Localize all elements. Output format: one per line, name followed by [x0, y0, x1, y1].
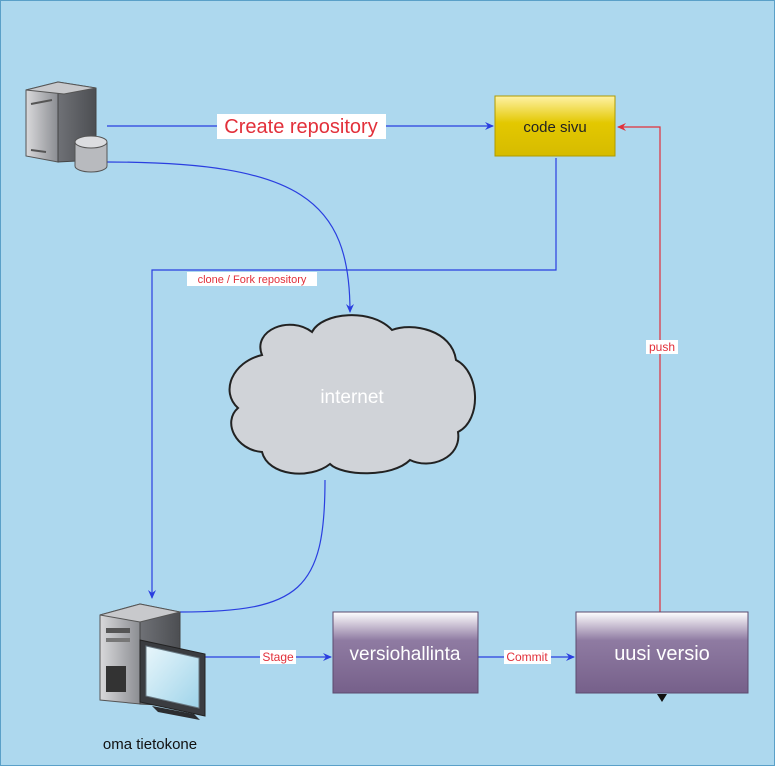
cloud-icon[interactable]: internet: [228, 314, 476, 475]
versiohallinta-label: versiohallinta: [350, 644, 461, 665]
computer-icon[interactable]: [99, 603, 206, 720]
edge-clone-fork[interactable]: clone / Fork repository: [148, 158, 557, 599]
uusi-versio-node[interactable]: uusi versio: [575, 611, 749, 694]
clone-fork-label: clone / Fork repository: [198, 274, 307, 286]
internet-label: internet: [320, 387, 384, 408]
oma-tietokone-label: oma tietokone: [103, 736, 197, 753]
create-repository-label: Create repository: [224, 116, 377, 138]
uusi-versio-label: uusi versio: [614, 643, 710, 665]
stage-label: Stage: [262, 650, 294, 664]
uusi-versio-anchor-icon: [657, 694, 667, 702]
code-sivu-node[interactable]: code sivu: [494, 95, 616, 157]
commit-label: Commit: [506, 650, 548, 664]
edge-server-internet[interactable]: [106, 161, 354, 313]
code-sivu-label: code sivu: [523, 119, 586, 136]
versiohallinta-node[interactable]: versiohallinta: [332, 611, 479, 694]
edge-stage[interactable]: Stage: [205, 650, 332, 664]
edge-create-repository[interactable]: Create repository: [107, 114, 494, 139]
edge-commit[interactable]: Commit: [478, 650, 575, 664]
edge-push[interactable]: push: [617, 123, 678, 612]
push-label: push: [649, 340, 675, 354]
edge-internet-computer[interactable]: [179, 479, 326, 613]
server-icon[interactable]: [25, 81, 108, 173]
